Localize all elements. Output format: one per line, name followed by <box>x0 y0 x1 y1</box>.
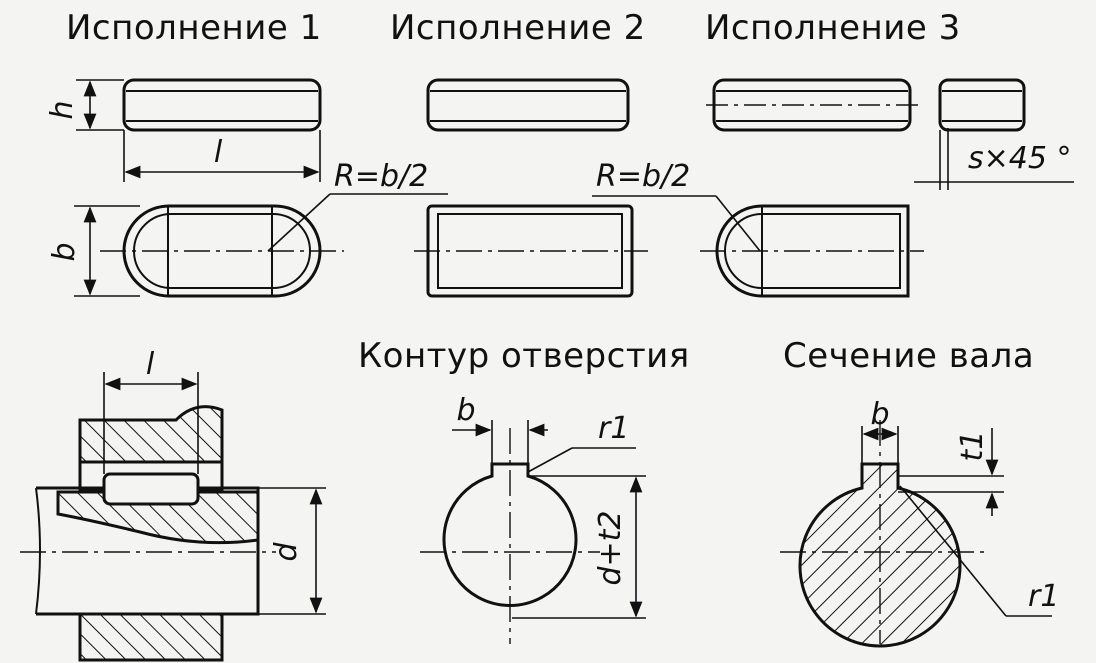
key-side-view-1 <box>122 78 322 132</box>
key-plan-view-1 <box>100 204 344 298</box>
heading-execution-3: Исполнение 3 <box>705 8 961 48</box>
hole-width-label: b <box>456 393 475 428</box>
assembly-length-label: l <box>146 347 155 382</box>
radius-leader-2 <box>592 195 761 252</box>
hole-contour-shape <box>420 428 600 644</box>
assembly-length-dimension <box>103 372 199 474</box>
radius-label-1: R=b/2 <box>334 159 428 194</box>
shaft-depth-dimension <box>898 428 1004 516</box>
heading-shaft-section: Сечение вала <box>783 336 1035 376</box>
chamfer-label: s×45 ° <box>968 141 1071 176</box>
shaft-section-shape <box>780 420 984 648</box>
heading-hole-contour: Контур отверстия <box>358 336 690 376</box>
shaft-width-label: b <box>870 397 889 432</box>
hole-fillet-leader <box>527 447 636 473</box>
heading-execution-2: Исполнение 2 <box>390 8 646 48</box>
radius-label-2: R=b/2 <box>596 159 690 194</box>
key-plan-view-2 <box>414 204 648 298</box>
width-label: b <box>47 242 82 261</box>
hole-depth-label: d+t2 <box>593 510 628 585</box>
diameter-label: d <box>269 542 304 562</box>
length-label: l <box>214 135 223 170</box>
shaft-width-dimension <box>861 426 899 464</box>
width-dimension <box>74 205 140 297</box>
shaft-depth-label: t1 <box>955 431 990 462</box>
radius-leader-1 <box>267 193 448 252</box>
key-end-view <box>938 78 1026 132</box>
chamfer-dimension <box>914 128 1074 190</box>
height-label: h <box>45 100 80 119</box>
hole-depth-dimension <box>512 475 646 619</box>
height-dimension <box>76 79 124 131</box>
shaft-fillet-label: r1 <box>1028 579 1059 614</box>
hole-width-dimension <box>452 420 548 464</box>
length-dimension <box>123 130 321 182</box>
diameter-dimension <box>258 487 326 615</box>
shaft-fillet-leader <box>899 485 1052 617</box>
shaft-section-assembly <box>20 486 276 616</box>
key-plan-view-3 <box>700 204 924 298</box>
hole-fillet-label: r1 <box>598 411 629 446</box>
key-in-assembly <box>102 472 200 506</box>
key-side-view-3 <box>706 78 918 132</box>
key-side-view-2 <box>426 78 630 132</box>
heading-execution-1: Исполнение 1 <box>66 8 322 48</box>
